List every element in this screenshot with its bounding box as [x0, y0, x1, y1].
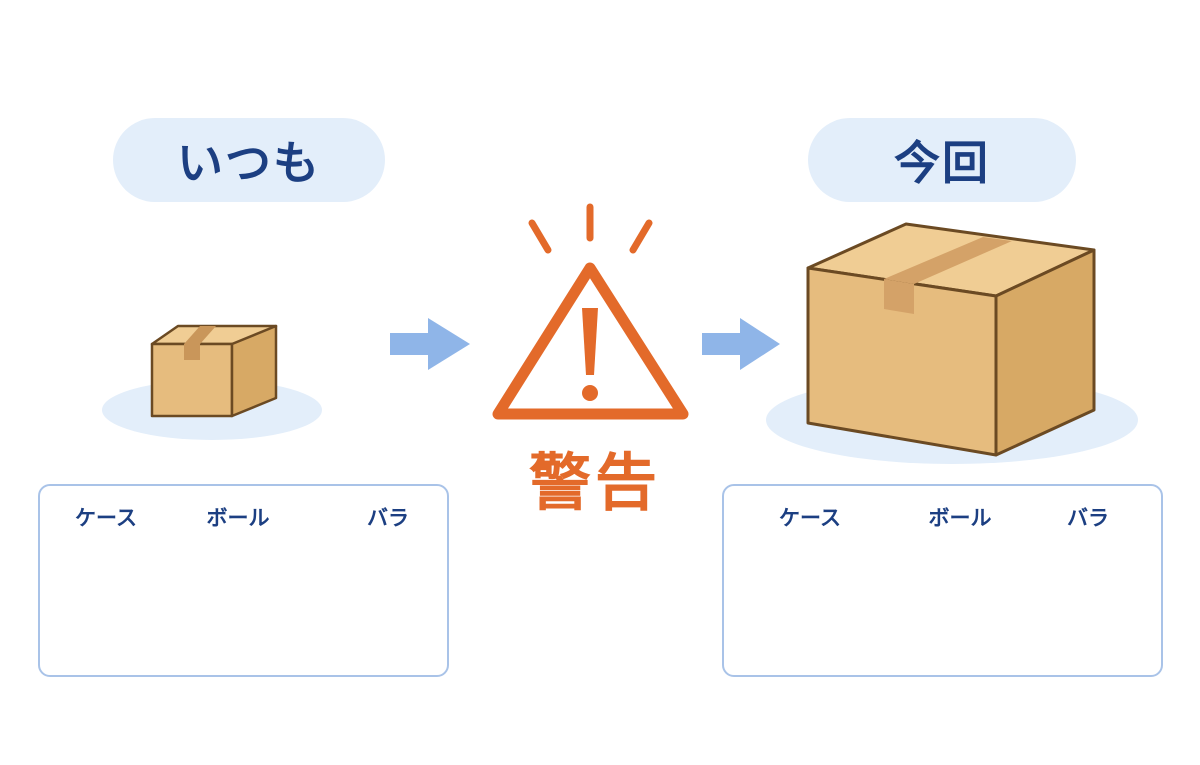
unit-label-loose: バラ	[367, 506, 409, 530]
this-time-label: 今回	[808, 118, 1076, 202]
unit-label-case: ケース	[75, 506, 137, 530]
this-time-units-panel: ケース ボール バラ	[722, 484, 1163, 677]
arrow-right-icon	[390, 318, 470, 370]
usual-box	[150, 324, 278, 418]
unit-label-ball: ボール	[928, 506, 992, 530]
warning-triangle-icon	[492, 203, 689, 420]
unit-label-ball: ボール	[206, 506, 270, 530]
usual-units-panel: ケース ボール バラ	[38, 484, 449, 677]
usual-label: いつも	[113, 118, 385, 202]
this-time-box	[806, 222, 1096, 457]
arrow-right-icon	[702, 318, 780, 370]
unit-label-loose: バラ	[1067, 506, 1109, 530]
warning-label: 警告	[528, 446, 661, 519]
unit-label-case: ケース	[779, 506, 841, 530]
